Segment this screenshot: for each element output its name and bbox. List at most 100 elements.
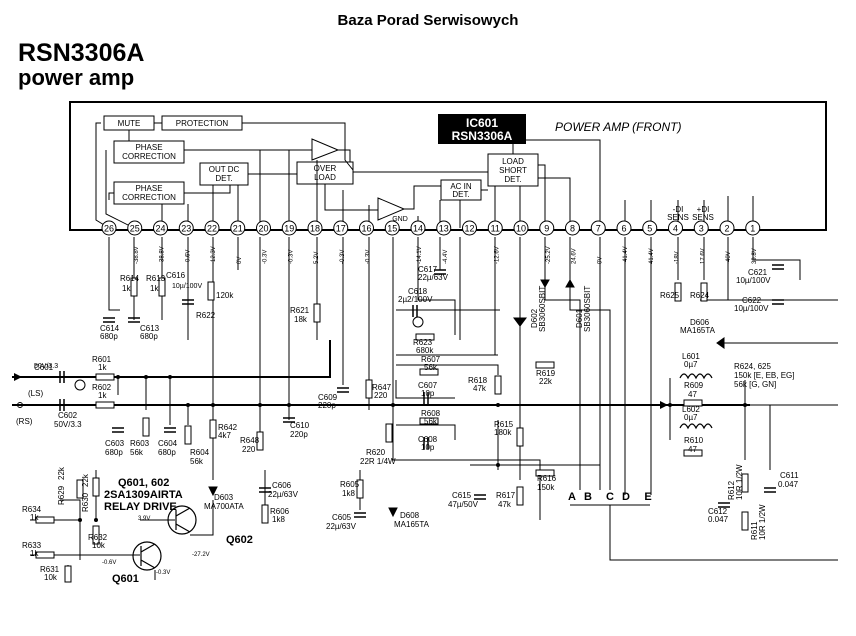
r642-body bbox=[209, 419, 217, 439]
r618-value: 47k bbox=[473, 384, 487, 393]
load-label-b: SHORT bbox=[499, 166, 527, 175]
c617-label: C617 bbox=[418, 265, 438, 274]
pin-voltage-6: -41.4V bbox=[623, 246, 629, 264]
di-plus-label: +DI bbox=[697, 205, 710, 214]
gnd-label: GND bbox=[392, 216, 408, 223]
phase1-label-b: CORRECTION bbox=[122, 152, 176, 161]
c606-value: 22µ/63V bbox=[268, 490, 299, 499]
mute-diode-body bbox=[513, 317, 527, 327]
c603-value: 680p bbox=[105, 448, 123, 457]
c610-label: C610 bbox=[290, 421, 310, 430]
c606-label: C606 bbox=[272, 481, 292, 490]
c601-value: 50V/3.3 bbox=[34, 363, 58, 370]
pin-label-5: 5 bbox=[647, 224, 652, 234]
r602-body bbox=[95, 401, 115, 409]
r619-value: 22k bbox=[539, 377, 553, 386]
r601-label: R601 bbox=[92, 355, 112, 364]
r642-value: 4k7 bbox=[218, 431, 231, 440]
pin-voltage-19: -0.3V bbox=[288, 250, 294, 264]
d608-label: D608 bbox=[400, 511, 420, 520]
c617-value: 22µ/63V bbox=[418, 273, 449, 282]
pin-17 bbox=[333, 220, 349, 236]
sens2-label: SENS bbox=[692, 213, 714, 222]
c613-label: C613 bbox=[140, 324, 160, 333]
pin-voltage-13: -4.4V bbox=[443, 250, 449, 264]
pin-25 bbox=[127, 220, 143, 236]
q601-label: Q601 bbox=[112, 573, 139, 585]
pin-24 bbox=[153, 220, 168, 236]
c608-value: 10p bbox=[421, 443, 435, 452]
r624-label: R624 bbox=[690, 291, 710, 300]
pin-label-26: 26 bbox=[104, 224, 114, 234]
header-text: Baza Porad Serwisowych bbox=[337, 12, 519, 29]
c611-value: 0.047 bbox=[778, 480, 799, 489]
pin-22 bbox=[204, 220, 220, 236]
pin-label-14: 14 bbox=[413, 224, 423, 234]
page-title: RSN3306A bbox=[18, 39, 145, 67]
pin-label-20: 20 bbox=[258, 224, 268, 234]
l601-value: 0µ7 bbox=[684, 360, 698, 369]
c615-label: C615 bbox=[452, 491, 472, 500]
c607-body bbox=[423, 392, 429, 404]
c611-label: C611 bbox=[780, 471, 799, 480]
r648-value: 220 bbox=[242, 445, 256, 454]
r604-value: 56k bbox=[190, 457, 204, 466]
r615-value: 180k bbox=[494, 428, 512, 437]
c609-value: 220p bbox=[318, 401, 336, 410]
r647-body bbox=[365, 379, 373, 399]
pin-label-17: 17 bbox=[336, 224, 346, 234]
pin-21 bbox=[230, 220, 246, 236]
r618-label: R618 bbox=[468, 376, 488, 385]
c622-value: 10µ/100V bbox=[734, 304, 769, 313]
r616-label: R616 bbox=[537, 474, 557, 483]
input-arrow-ls bbox=[14, 373, 22, 381]
c617-body bbox=[434, 269, 446, 275]
n-mark-1 bbox=[74, 379, 86, 391]
r613-label: R613 bbox=[146, 274, 166, 283]
c609-label: C609 bbox=[318, 393, 338, 402]
r630-body bbox=[92, 477, 100, 497]
ic-part: RSN3306A bbox=[452, 129, 513, 143]
pin-label-3: 3 bbox=[699, 224, 704, 234]
c622-body bbox=[772, 299, 784, 305]
pin-label-2: 2 bbox=[724, 224, 729, 234]
d608-body bbox=[388, 507, 398, 518]
pin-13 bbox=[436, 220, 452, 236]
q602-symbol bbox=[167, 505, 197, 535]
output-arrow bbox=[660, 401, 668, 409]
r631-label: R631 bbox=[40, 565, 60, 574]
pin-2 bbox=[719, 220, 735, 236]
pin-voltage-9: -25.2V bbox=[546, 246, 552, 264]
over-label-b: LOAD bbox=[314, 173, 336, 182]
d608-value: MA165TA bbox=[394, 520, 430, 529]
r648-label: R648 bbox=[240, 436, 260, 445]
pin-label-19: 19 bbox=[284, 224, 294, 234]
c612-label: C612 bbox=[708, 507, 728, 516]
r633-label: R633 bbox=[22, 541, 42, 550]
pin-label-11: 11 bbox=[491, 224, 500, 234]
pin-voltage-1: 39.8V bbox=[752, 248, 758, 264]
r602-value: 1k bbox=[98, 391, 107, 400]
c603-label: C603 bbox=[105, 439, 125, 448]
r624-note2: 150k [E, EB, EG] bbox=[734, 371, 794, 380]
r609-label: R609 bbox=[684, 381, 704, 390]
r647-label: R647 bbox=[372, 383, 392, 392]
di-minus-label: -DI bbox=[673, 205, 684, 214]
v39-label: 3.9V bbox=[138, 516, 150, 522]
l602-value: 0µ7 bbox=[684, 413, 698, 422]
r624-body bbox=[700, 282, 708, 302]
c608-label: C608 bbox=[418, 435, 438, 444]
r642-label: R642 bbox=[218, 423, 238, 432]
c609-body bbox=[337, 387, 349, 393]
pin-7 bbox=[590, 220, 606, 236]
c614-body bbox=[103, 317, 115, 323]
pin-15 bbox=[384, 220, 400, 236]
opamp-2 bbox=[377, 197, 406, 221]
r602-label: R602 bbox=[92, 383, 112, 392]
r625-body bbox=[674, 282, 682, 302]
r610-label: R610 bbox=[684, 436, 704, 445]
pin-18 bbox=[307, 220, 323, 236]
r613-value: 1k bbox=[150, 284, 159, 293]
output-C: C bbox=[606, 491, 614, 503]
